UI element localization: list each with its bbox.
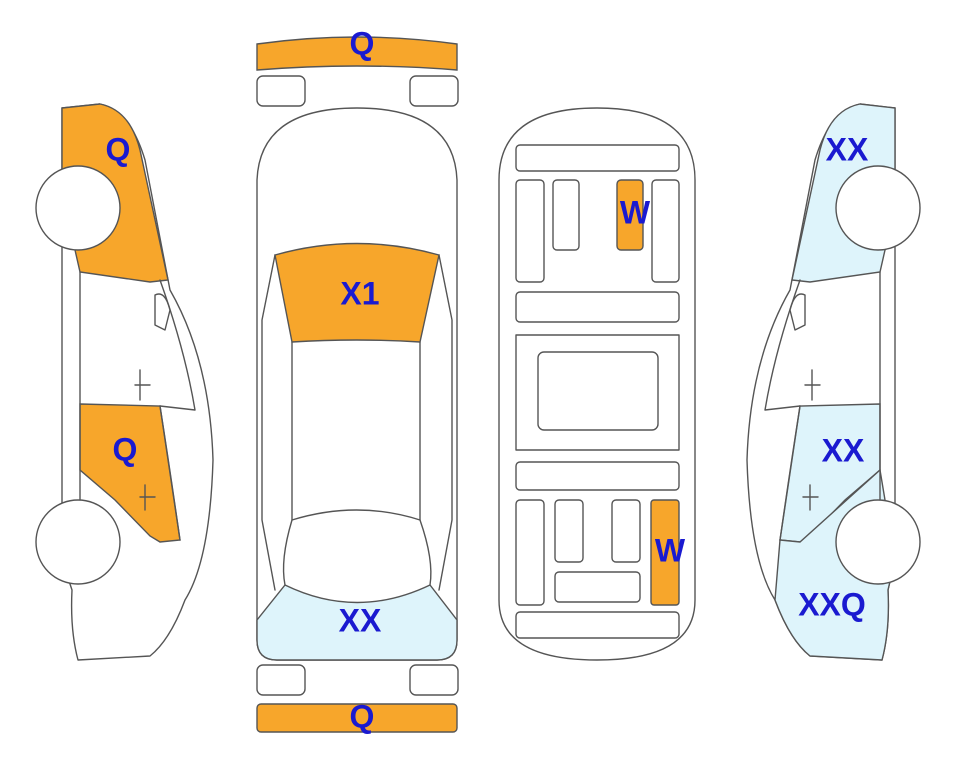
right-front-handle — [804, 369, 821, 401]
underside-front-crossmember — [515, 144, 680, 172]
front-left-headlight — [256, 75, 306, 107]
underside-rear-tank — [554, 571, 641, 603]
underside-view: W W — [498, 107, 696, 661]
left-rear-door-label: Q — [113, 431, 138, 467]
left-mirror — [154, 293, 171, 331]
floor-front-panel — [616, 179, 644, 251]
rear-left-pillar — [282, 519, 293, 586]
underside-front-panel — [552, 179, 580, 251]
floor-rear-label: W — [655, 532, 686, 568]
windshield — [274, 242, 440, 343]
right-window-line — [764, 279, 801, 411]
right-front-wheel — [835, 165, 921, 251]
windshield-label: X1 — [340, 275, 379, 311]
underside-front-right-rail — [651, 179, 680, 283]
left-front-handle — [134, 369, 151, 401]
right-rear-wheel — [835, 499, 921, 585]
rear-window-label: XX — [339, 602, 382, 638]
underside-rear-crossmember — [515, 461, 680, 491]
rear-right-pillar — [419, 519, 432, 586]
rear-left-taillight — [256, 664, 306, 696]
left-rear-handle — [139, 484, 156, 511]
left-bpillar — [159, 405, 181, 541]
underside-rear-left-rail — [515, 499, 545, 606]
left-side-view: Q Q — [35, 103, 214, 661]
front-right-headlight — [409, 75, 459, 107]
right-mirror — [789, 293, 806, 331]
right-bpillar — [779, 405, 801, 541]
top-body-outline — [256, 107, 458, 661]
left-front-wheel — [35, 165, 121, 251]
rear-bumper-label: Q — [350, 698, 375, 734]
right-rear-quarter-label: XXQ — [798, 586, 866, 622]
right-a-pillar-line — [438, 254, 453, 591]
top-view: Q X1 XX Q — [256, 25, 459, 734]
underside-center-panel — [537, 351, 659, 431]
underside-mid-crossmember — [515, 291, 680, 323]
rear-bumper — [256, 703, 458, 733]
right-front-fender-label: XX — [826, 131, 869, 167]
floor-front-label: W — [620, 194, 651, 230]
underside-rear-bumper-beam — [515, 611, 680, 639]
underside-front-left-rail — [515, 179, 545, 283]
rear-window — [256, 584, 458, 661]
floor-rear-panel — [650, 499, 680, 606]
right-rear-handle — [802, 484, 819, 511]
left-front-fender-label: Q — [106, 131, 131, 167]
front-bumper — [256, 36, 458, 71]
front-bumper-label: Q — [350, 25, 375, 61]
underside-rear-panel-b — [611, 499, 641, 563]
right-side-view: XX XX XXQ — [746, 103, 921, 661]
left-rear-wheel — [35, 499, 121, 585]
left-a-pillar-line — [261, 254, 276, 591]
right-rear-door-label: XX — [822, 432, 865, 468]
left-window-line — [159, 279, 196, 411]
rear-right-taillight — [409, 664, 459, 696]
underside-rear-panel-a — [554, 499, 584, 563]
roof — [291, 341, 421, 521]
